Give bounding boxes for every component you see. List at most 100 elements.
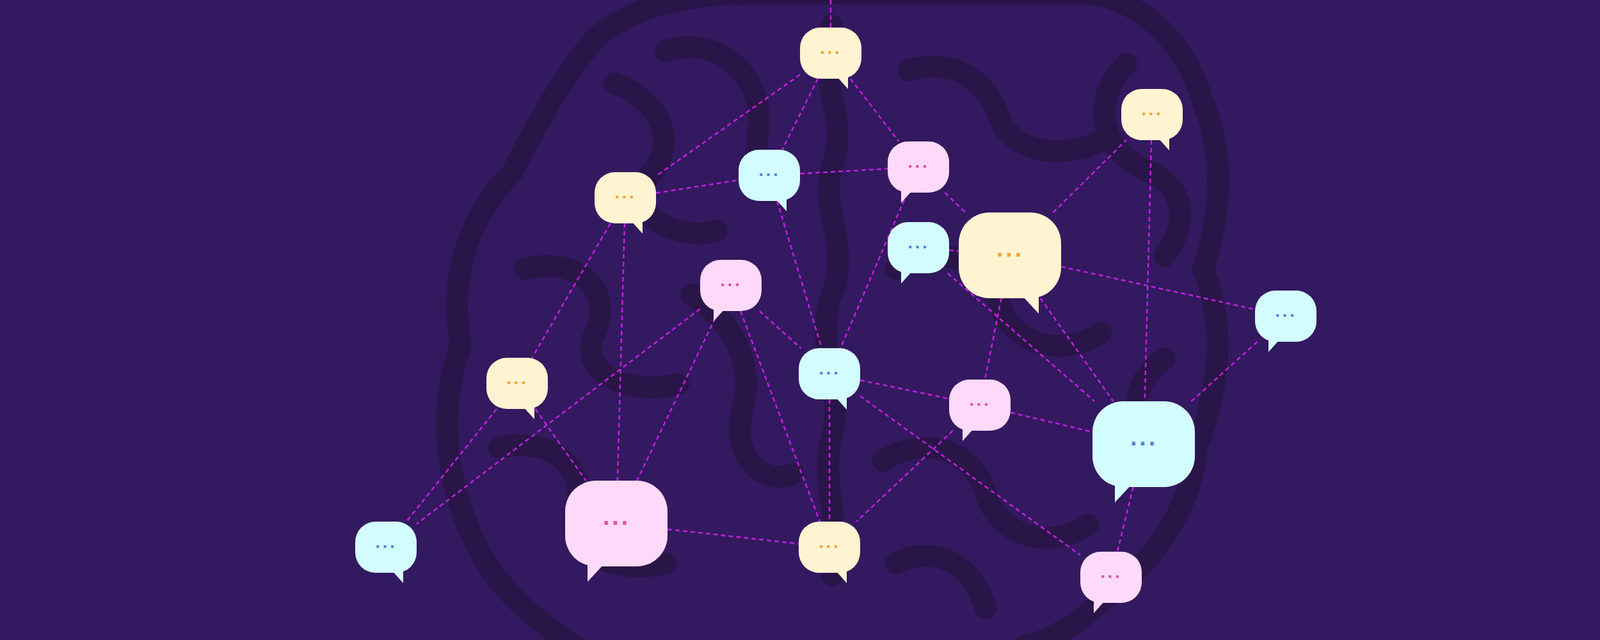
bubble-text: ... [375, 536, 397, 551]
speech-bubble: ... [1121, 88, 1183, 141]
connector-line [1144, 140, 1152, 402]
connector-line [944, 192, 966, 213]
dashed-connector [759, 311, 802, 349]
dashed-connector [617, 223, 625, 481]
bubble-tail [775, 198, 788, 213]
bubble-tail [587, 563, 606, 584]
bubble-text: ... [1100, 566, 1122, 581]
bubble-tail-shape [713, 308, 726, 322]
bubble-tail-shape [1157, 137, 1170, 151]
brain-lines [447, 0, 1218, 640]
bubble-text: ... [907, 236, 930, 251]
connector-line [850, 78, 899, 142]
speech-bubble: ... [798, 521, 861, 573]
connector-line [949, 250, 959, 251]
brain-gyrus [908, 66, 1101, 152]
bubble-tail-shape [391, 570, 404, 584]
connector-line [406, 408, 497, 522]
speech-bubble: ... [1092, 401, 1195, 488]
bubble-tail-shape [775, 198, 787, 212]
connector-line [776, 200, 822, 349]
connector-line [856, 430, 953, 522]
bubble-tail [1157, 137, 1171, 152]
speech-bubble: ... [1080, 551, 1142, 603]
brain-gyrus [883, 448, 1088, 539]
bubble-tail [836, 76, 850, 91]
connector-line [800, 168, 888, 175]
bubble-tail [835, 396, 848, 411]
bubble-tail-shape [836, 76, 848, 89]
dashed-connector [1040, 298, 1113, 402]
speech-bubble: ... [700, 259, 762, 312]
bubble-text: ... [720, 274, 742, 289]
brain-gyrus [691, 294, 794, 477]
speech-bubble: ... [887, 141, 950, 193]
bubble-tail-shape [901, 190, 913, 203]
bubble-tail-shape [1114, 484, 1132, 503]
dashed-connector [1053, 140, 1127, 213]
connector-line [782, 78, 818, 150]
speech-bubble: ... [355, 521, 417, 573]
bubble-tail [901, 270, 914, 285]
dashed-connector [850, 78, 899, 142]
dashed-connector [531, 223, 610, 358]
bubble-tail-shape [587, 563, 605, 582]
bubble-tail-shape [1022, 295, 1039, 314]
bubble-tail-shape [522, 406, 535, 420]
bubble-tail [1114, 484, 1133, 504]
bubble-text: ... [995, 240, 1024, 260]
bubble-tail [631, 220, 644, 235]
dashed-connector [949, 250, 959, 251]
bubble-tail [1093, 600, 1107, 615]
bubble-text: ... [506, 372, 528, 387]
dashed-connector [1191, 341, 1257, 402]
bubble-tail-shape [1268, 339, 1280, 352]
bubble-tail [962, 428, 976, 443]
dashed-connector [535, 408, 586, 481]
connector-line [1040, 298, 1113, 402]
bubble-text: ... [907, 156, 930, 171]
connector-line [1191, 341, 1257, 402]
speech-bubble: ... [486, 357, 548, 409]
bubble-tail-shape [1093, 600, 1106, 614]
brain-gyrus [896, 555, 986, 608]
bubble-tail-shape [962, 428, 975, 441]
dashed-connector [776, 200, 822, 349]
bubble-text: ... [818, 536, 841, 551]
connector-line [531, 223, 610, 358]
bubble-tail [835, 570, 848, 585]
speech-bubble: ... [798, 348, 861, 400]
bubble-tail [391, 570, 405, 585]
dashed-connector [860, 380, 950, 399]
bubble-tail-shape [631, 220, 643, 234]
dashed-connector [740, 311, 820, 522]
speech-bubble: ... [565, 480, 668, 567]
dashed-connector [656, 179, 739, 193]
bubble-text: ... [1141, 103, 1163, 118]
brain-contour [447, 0, 1218, 640]
brain-gyrus [524, 266, 679, 388]
bubble-text: ... [614, 186, 637, 201]
dashed-connector [856, 430, 953, 522]
bubble-tail-shape [901, 270, 913, 284]
connector-line [1061, 266, 1256, 310]
dashed-connector [1010, 412, 1093, 432]
connector-line [984, 298, 1002, 380]
bubble-tail [713, 308, 727, 323]
connector-line [1010, 412, 1093, 432]
brain-fissure [825, 25, 839, 576]
bubble-tail [1268, 339, 1282, 354]
connector-line [636, 311, 719, 481]
dashed-connector [1144, 140, 1152, 402]
off-page-link [830, 0, 832, 28]
speech-bubble: ... [594, 172, 656, 224]
dashed-connector [1061, 266, 1256, 310]
connector-line [740, 311, 820, 522]
connector-line [617, 223, 625, 481]
bubble-tail [522, 406, 536, 421]
connector-line [860, 380, 950, 399]
bubble-tail [1022, 295, 1040, 315]
bubble-tail-shape [835, 396, 847, 410]
bubble-text: ... [968, 394, 991, 409]
